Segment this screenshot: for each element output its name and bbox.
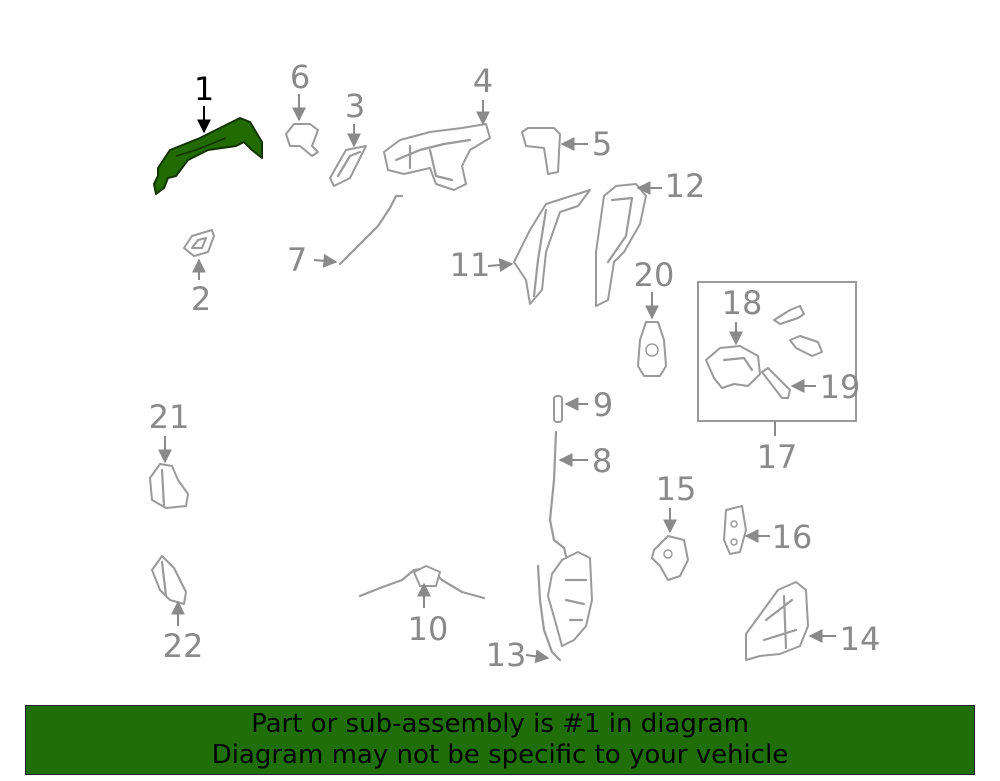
- leader-11: [487, 258, 514, 273]
- callout-21[interactable]: 21: [149, 398, 190, 436]
- callout-5[interactable]: 5: [592, 125, 612, 163]
- part-8-rod[interactable]: [548, 430, 568, 558]
- callout-20[interactable]: 20: [634, 256, 675, 294]
- leader-13: [525, 649, 550, 664]
- part-15-striker[interactable]: [651, 535, 689, 581]
- part-16-plate[interactable]: [723, 505, 747, 555]
- kit-screw-b[interactable]: [789, 335, 823, 357]
- part-14-actuator[interactable]: [745, 581, 809, 661]
- callout-9[interactable]: 9: [593, 386, 613, 424]
- callout-7[interactable]: 7: [287, 241, 307, 279]
- callout-11[interactable]: 11: [450, 246, 491, 284]
- callout-12[interactable]: 12: [665, 167, 706, 205]
- part-5-bracket[interactable]: [521, 127, 561, 175]
- callout-1[interactable]: 1: [194, 70, 214, 108]
- info-banner: Part or sub-assembly is #1 in diagram Di…: [25, 705, 975, 775]
- callout-22[interactable]: 22: [163, 627, 204, 665]
- banner-line-2: Diagram may not be specific to your vehi…: [211, 740, 789, 770]
- part-4-handle-carrier[interactable]: [383, 123, 491, 191]
- callout-16[interactable]: 16: [772, 518, 813, 556]
- part-2-bezel[interactable]: [183, 229, 215, 257]
- callout-10[interactable]: 10: [408, 610, 449, 648]
- part-19-key-blade[interactable]: [761, 367, 791, 399]
- callout-17[interactable]: 17: [757, 438, 798, 476]
- part-18-lock-cylinder[interactable]: [705, 345, 761, 389]
- part-1-door-handle[interactable]: [153, 117, 263, 195]
- callout-15[interactable]: 15: [656, 470, 697, 508]
- banner-line-1: Part or sub-assembly is #1 in diagram: [251, 709, 749, 739]
- part-11-channel[interactable]: [513, 189, 591, 305]
- part-10-cable[interactable]: [358, 565, 486, 600]
- part-3-gasket[interactable]: [329, 145, 367, 187]
- callout-2[interactable]: 2: [191, 280, 211, 318]
- callout-8[interactable]: 8: [592, 442, 612, 480]
- part-13-door-latch[interactable]: [536, 551, 593, 662]
- callout-14[interactable]: 14: [840, 620, 881, 658]
- part-6-clip[interactable]: [285, 123, 319, 157]
- callout-3[interactable]: 3: [345, 87, 365, 125]
- callout-19[interactable]: 19: [820, 368, 861, 406]
- part-20-key-fob[interactable]: [637, 321, 667, 377]
- callout-18[interactable]: 18: [722, 284, 763, 322]
- part-21-bracket[interactable]: [149, 463, 189, 509]
- kit-screw-a[interactable]: [773, 305, 805, 325]
- callout-13[interactable]: 13: [486, 636, 527, 674]
- part-7-rod[interactable]: [338, 194, 404, 266]
- part-12-channel[interactable]: [595, 183, 647, 307]
- callout-6[interactable]: 6: [290, 58, 310, 96]
- kit-box-17: [697, 281, 857, 422]
- part-9-rod-end[interactable]: [553, 395, 563, 423]
- part-22-hinge[interactable]: [151, 555, 187, 605]
- callout-4[interactable]: 4: [473, 62, 493, 100]
- leader-7: [313, 253, 338, 268]
